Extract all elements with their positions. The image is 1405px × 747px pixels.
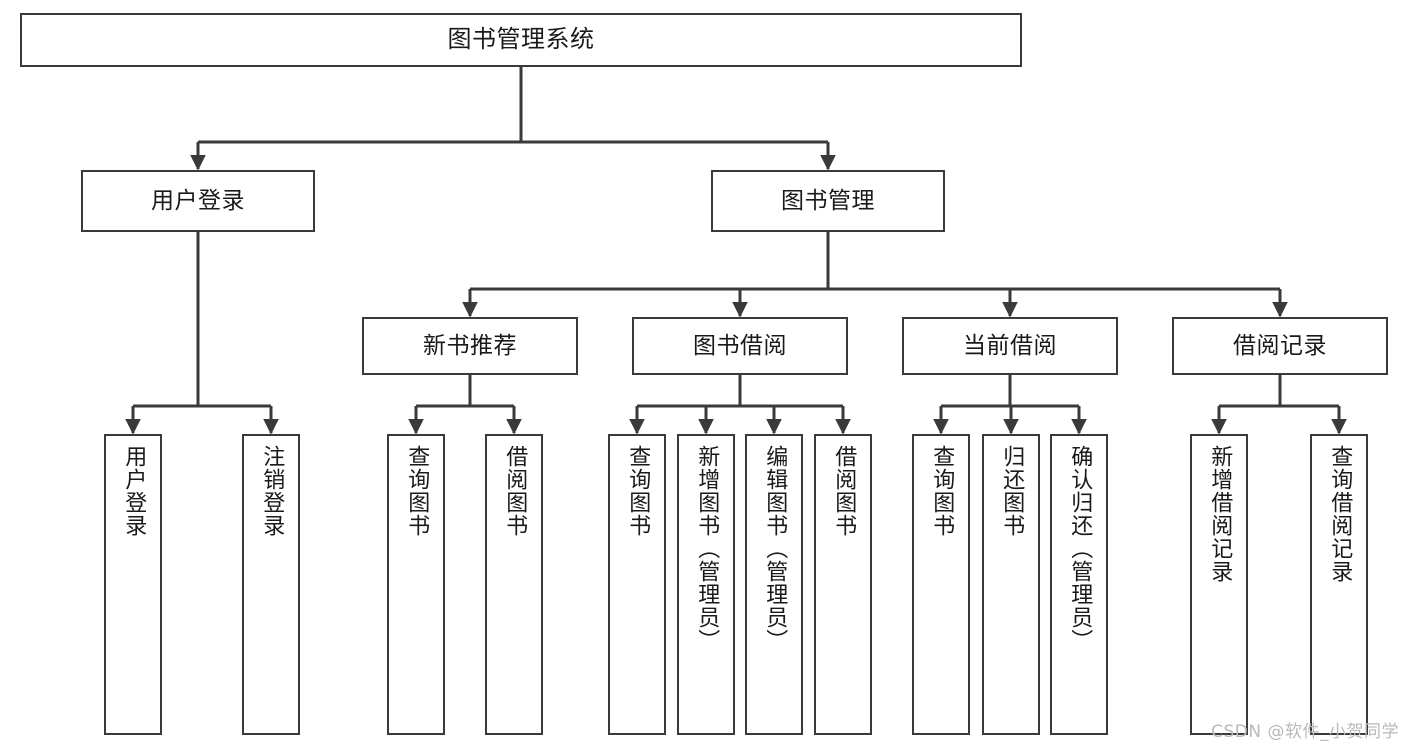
node-leaf-borrow-book-1[interactable]: 借阅图书 [485, 434, 543, 735]
node-current-borrow[interactable]: 当前借阅 [902, 317, 1118, 375]
node-label: 新增图书（管理员） [694, 445, 720, 652]
node-label: 借阅图书 [502, 445, 528, 537]
node-leaf-return-book[interactable]: 归还图书 [982, 434, 1040, 735]
node-label: 图书管理系统 [447, 25, 595, 54]
node-leaf-confirm-ret[interactable]: 确认归还（管理员） [1050, 434, 1108, 735]
node-book-manage[interactable]: 图书管理 [711, 170, 945, 232]
node-label: 新书推荐 [423, 332, 517, 359]
node-leaf-query-book-3[interactable]: 查询图书 [912, 434, 970, 735]
node-label: 用户登录 [121, 445, 147, 537]
node-leaf-add-record[interactable]: 新增借阅记录 [1190, 434, 1248, 735]
node-root[interactable]: 图书管理系统 [20, 13, 1022, 67]
node-leaf-edit-book[interactable]: 编辑图书（管理员） [745, 434, 803, 735]
node-label: 查询图书 [929, 445, 955, 537]
node-label: 图书管理 [781, 187, 875, 214]
node-label: 归还图书 [999, 445, 1025, 537]
watermark-text: CSDN @软件_小贺同学 [1211, 722, 1399, 742]
node-label: 用户登录 [151, 187, 245, 214]
node-leaf-query-book-2[interactable]: 查询图书 [608, 434, 666, 735]
node-label: 查询借阅记录 [1327, 445, 1353, 583]
node-leaf-logout[interactable]: 注销登录 [242, 434, 300, 735]
node-label: 注销登录 [259, 445, 285, 537]
node-leaf-add-book[interactable]: 新增图书（管理员） [677, 434, 735, 735]
node-label: 编辑图书（管理员） [762, 445, 788, 652]
node-book-borrow[interactable]: 图书借阅 [632, 317, 848, 375]
node-label: 确认归还（管理员） [1067, 445, 1093, 652]
node-leaf-user-login[interactable]: 用户登录 [104, 434, 162, 735]
node-new-book-rec[interactable]: 新书推荐 [362, 317, 578, 375]
node-label: 新增借阅记录 [1207, 445, 1233, 583]
node-borrow-record[interactable]: 借阅记录 [1172, 317, 1388, 375]
node-leaf-query-record[interactable]: 查询借阅记录 [1310, 434, 1368, 735]
node-label: 借阅记录 [1233, 332, 1327, 359]
node-user-login[interactable]: 用户登录 [81, 170, 315, 232]
node-label: 当前借阅 [963, 332, 1057, 359]
node-label: 查询图书 [625, 445, 651, 537]
node-label: 借阅图书 [831, 445, 857, 537]
node-leaf-query-book-1[interactable]: 查询图书 [387, 434, 445, 735]
node-label: 查询图书 [404, 445, 430, 537]
node-leaf-borrow-book-2[interactable]: 借阅图书 [814, 434, 872, 735]
node-label: 图书借阅 [693, 332, 787, 359]
